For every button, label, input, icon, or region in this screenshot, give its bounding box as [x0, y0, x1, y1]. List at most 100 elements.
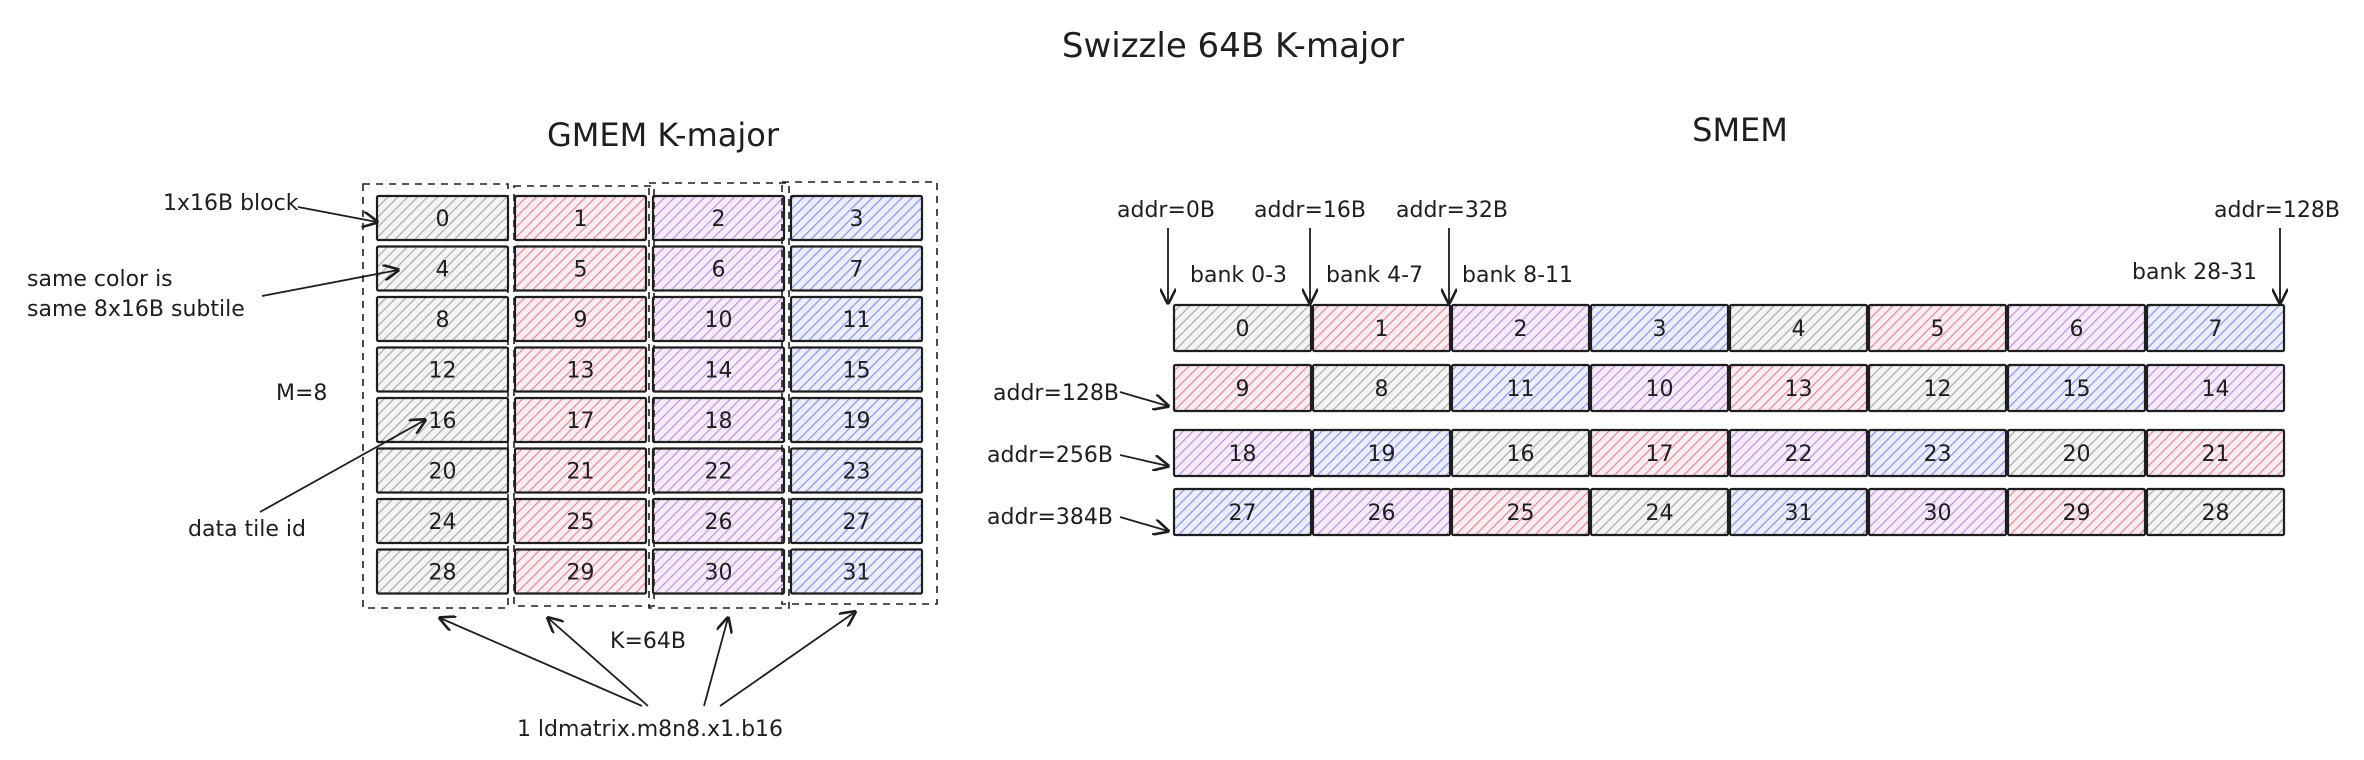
gmem-cell-label: 29	[567, 561, 595, 586]
gmem-subtile-outlines	[362, 181, 938, 609]
gmem-cell-label: 26	[705, 510, 733, 535]
ldmatrix-arrow-1	[440, 618, 643, 707]
gmem-cell-blue-fill	[789, 447, 924, 494]
gmem-cell-pink-fill	[513, 396, 648, 444]
smem-cell: 1	[1311, 303, 1452, 353]
same-color-annotation-line2: same 8x16B subtile	[27, 297, 245, 322]
smem-cell: 0	[1172, 303, 1313, 353]
smem-cell-pink-fill	[1867, 303, 2008, 353]
smem-cell: 30	[1867, 487, 2008, 537]
gmem-cell-blue-fill	[789, 548, 924, 595]
smem-cell-label: 22	[1785, 442, 1813, 467]
gmem-cell-label: 9	[574, 308, 588, 333]
smem-cell-gray-fill	[1450, 428, 1591, 478]
gmem-cell-label: 17	[567, 409, 595, 434]
smem-cell-pink-fill	[2006, 487, 2147, 537]
gmem-cell-label: 28	[429, 561, 457, 586]
k-annotation: K=64B	[610, 629, 686, 654]
gmem-cell: 30	[651, 548, 786, 595]
smem-cell: 5	[1867, 303, 2008, 353]
smem-cell-blue-fill	[1450, 363, 1591, 413]
smem-cell: 7	[2145, 303, 2286, 353]
smem-cell-purple-fill	[2006, 303, 2147, 353]
smem-cell-gray-fill	[1172, 303, 1313, 353]
smem-cell: 31	[1728, 487, 1869, 537]
gmem-cell: 29	[513, 548, 648, 595]
tile-id-annotation: data tile id	[188, 517, 306, 542]
gmem-cell: 12	[375, 346, 510, 393]
gmem-cell-purple-fill	[651, 548, 786, 595]
smem-cell-pink-fill	[1172, 363, 1313, 413]
smem-cell: 16	[1450, 428, 1591, 478]
smem-cell: 25	[1450, 487, 1591, 537]
smem-cell-gray-fill	[2145, 487, 2286, 537]
smem-cell-label: 2	[1514, 317, 1528, 342]
smem-cell-label: 0	[1236, 317, 1250, 342]
smem-cell-blue-fill	[1728, 487, 1869, 537]
gmem-cell-blue-fill	[789, 295, 924, 343]
smem-addr-0: addr=0B	[1117, 198, 1215, 223]
gmem-cell: 26	[651, 497, 786, 545]
smem-cell-label: 29	[2063, 501, 2091, 526]
smem-cell: 29	[2006, 487, 2147, 537]
gmem-cell: 17	[513, 396, 648, 444]
gmem-cell: 23	[789, 447, 924, 494]
smem-cell-label: 12	[1924, 377, 1952, 402]
gmem-cell: 14	[651, 346, 786, 393]
gmem-cell-label: 5	[574, 258, 588, 283]
gmem-cell: 9	[513, 295, 648, 343]
gmem-cell-blue-fill	[789, 346, 924, 393]
smem-cell-purple-fill	[1311, 487, 1452, 537]
smem-cell-pink-fill	[1728, 363, 1869, 413]
smem-cell: 19	[1311, 428, 1452, 478]
smem-cell: 24	[1589, 487, 1730, 537]
smem-cell-pink-fill	[2145, 428, 2286, 478]
smem-row-addr-128-arrow	[1119, 391, 1168, 406]
gmem-cell: 4	[375, 245, 510, 292]
smem-cell: 27	[1172, 487, 1313, 537]
gmem-cell: 19	[789, 396, 924, 444]
smem-cell: 9	[1172, 363, 1313, 413]
smem-cell-label: 30	[1924, 501, 1952, 526]
smem-cell-label: 16	[1507, 442, 1535, 467]
smem-cell-gray-fill	[1589, 487, 1730, 537]
gmem-cell-label: 19	[843, 409, 871, 434]
subtile-outline	[513, 185, 655, 607]
smem-cell: 22	[1728, 428, 1869, 478]
smem-addr-128: addr=128B	[2214, 198, 2340, 223]
gmem-cell-label: 24	[429, 510, 457, 535]
smem-row-addr-128: addr=128B	[993, 381, 1119, 406]
gmem-cell-pink-fill	[513, 548, 648, 595]
same-color-annotation-line1: same color is	[27, 267, 173, 292]
gmem-cell: 1	[513, 194, 648, 242]
subtile-outline	[362, 183, 509, 609]
gmem-cell: 5	[513, 245, 648, 292]
bank-4-7: bank 4-7	[1326, 263, 1423, 288]
gmem-cell: 8	[375, 295, 510, 343]
smem-cell-label: 24	[1646, 501, 1674, 526]
gmem-cell-gray-fill	[375, 245, 510, 292]
gmem-cell-purple-fill	[651, 447, 786, 494]
smem-cell: 20	[2006, 428, 2147, 478]
smem-cell-label: 23	[1924, 442, 1952, 467]
gmem-cell-pink-fill	[513, 295, 648, 343]
smem-cell-pink-fill	[1311, 303, 1452, 353]
gmem-cell-label: 22	[705, 460, 733, 485]
smem-cell-blue-fill	[1589, 303, 1730, 353]
gmem-cell: 10	[651, 295, 786, 343]
gmem-cell: 31	[789, 548, 924, 595]
smem-cell-label: 19	[1368, 442, 1396, 467]
gmem-cell-label: 11	[843, 308, 871, 333]
gmem-cell-purple-fill	[651, 295, 786, 343]
gmem-cell: 24	[375, 497, 510, 545]
same-color-arrow	[261, 270, 398, 297]
gmem-cell-purple-fill	[651, 396, 786, 444]
gmem-cell-label: 27	[843, 510, 871, 535]
smem-cell-purple-fill	[1589, 363, 1730, 413]
gmem-cell-label: 21	[567, 460, 595, 485]
smem-cell-label: 5	[1931, 317, 1945, 342]
gmem-cell-pink-fill	[513, 497, 648, 545]
gmem-cell-purple-fill	[651, 245, 786, 292]
